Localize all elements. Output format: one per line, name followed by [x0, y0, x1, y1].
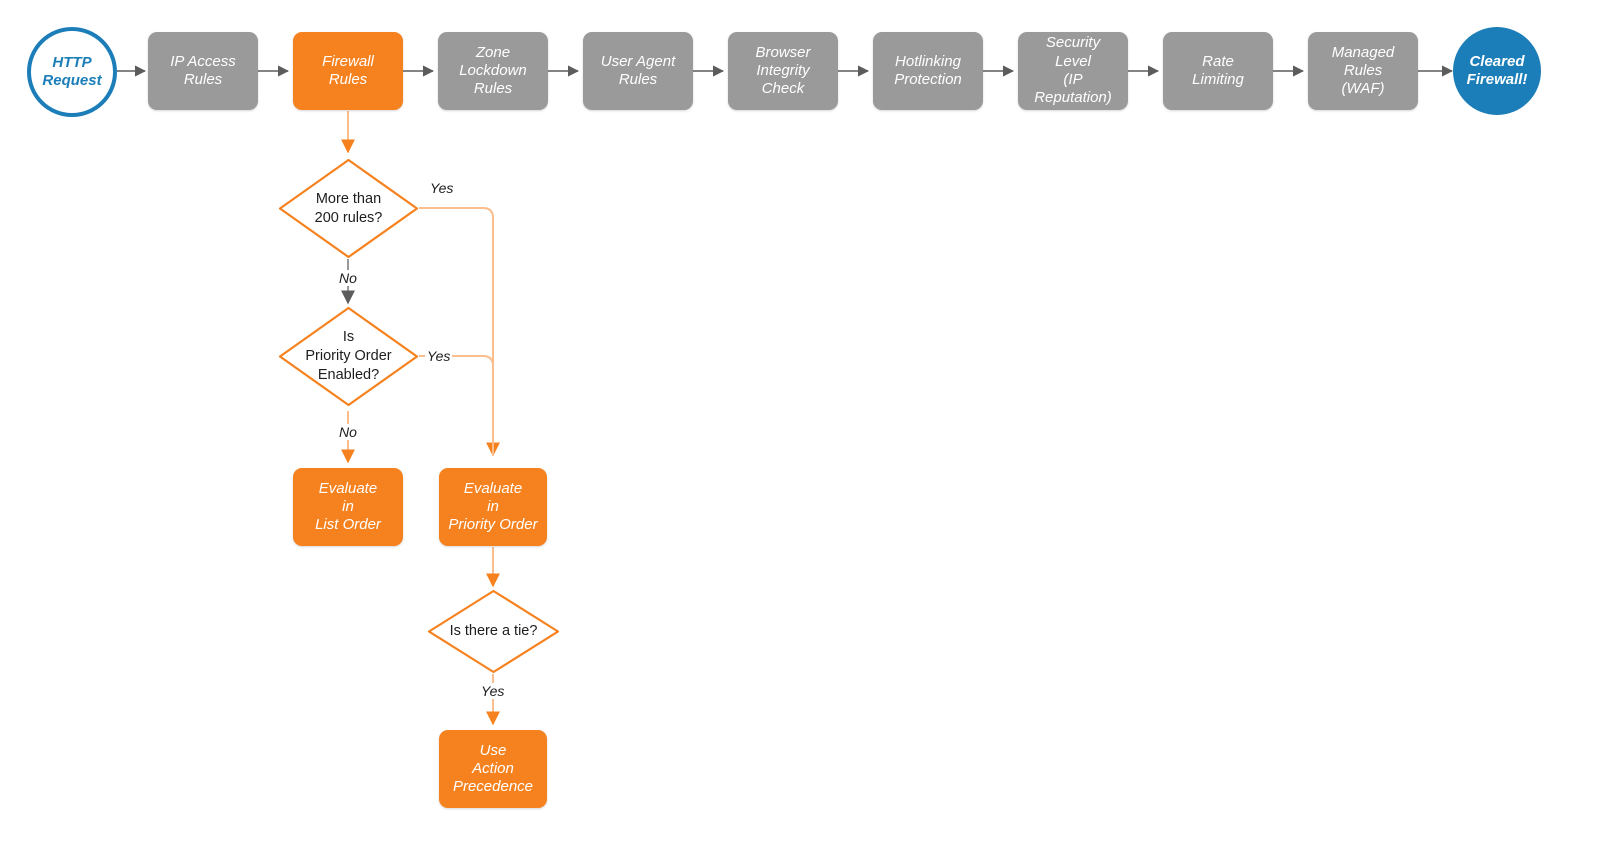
- node-rate-limiting[interactable]: Rate Limiting: [1163, 32, 1273, 110]
- decision-is-priority-order-enabled[interactable]: Is Priority Order Enabled?: [278, 306, 419, 407]
- edge-yes-priority-order: [419, 355, 494, 455]
- diamond-shape: [278, 306, 419, 407]
- node-managed-rules-waf[interactable]: Managed Rules (WAF): [1308, 32, 1418, 110]
- node-security-level[interactable]: Security Level (IP Reputation): [1018, 32, 1128, 110]
- node-evaluate-in-list-order[interactable]: Evaluate in List Order: [293, 468, 403, 546]
- edge-label-no-more-than-200: No: [337, 270, 359, 286]
- decision-label: Is there a tie?: [449, 623, 538, 640]
- node-evaluate-in-priority-order[interactable]: Evaluate in Priority Order: [439, 468, 547, 546]
- edge-yes-more-than-200: [419, 207, 500, 457]
- decision-is-there-a-tie[interactable]: Is there a tie?: [427, 589, 560, 674]
- node-http-request[interactable]: HTTP Request: [27, 27, 117, 117]
- node-hotlinking-protection[interactable]: Hotlinking Protection: [873, 32, 983, 110]
- edge-label-no-priority-order: No: [337, 424, 359, 440]
- diamond-shape: [427, 589, 560, 674]
- edge-label-yes-priority-order: Yes: [425, 348, 453, 364]
- edge-label-yes-more-than-200: Yes: [428, 180, 456, 196]
- decision-more-than-200-rules[interactable]: More than 200 rules?: [278, 158, 419, 259]
- node-browser-integrity-check[interactable]: Browser Integrity Check: [728, 32, 838, 110]
- decision-label: More than 200 rules?: [314, 190, 383, 226]
- decision-label: Is Priority Order Enabled?: [305, 329, 392, 383]
- node-use-action-precedence[interactable]: Use Action Precedence: [439, 730, 547, 808]
- node-cleared-firewall[interactable]: Cleared Firewall!: [1453, 27, 1541, 115]
- node-ip-access-rules[interactable]: IP Access Rules: [148, 32, 258, 110]
- node-firewall-rules[interactable]: Firewall Rules: [293, 32, 403, 110]
- node-user-agent-rules[interactable]: User Agent Rules: [583, 32, 693, 110]
- edge-label-yes-tie: Yes: [479, 683, 507, 699]
- diamond-shape: [278, 158, 419, 259]
- node-zone-lockdown-rules[interactable]: Zone Lockdown Rules: [438, 32, 548, 110]
